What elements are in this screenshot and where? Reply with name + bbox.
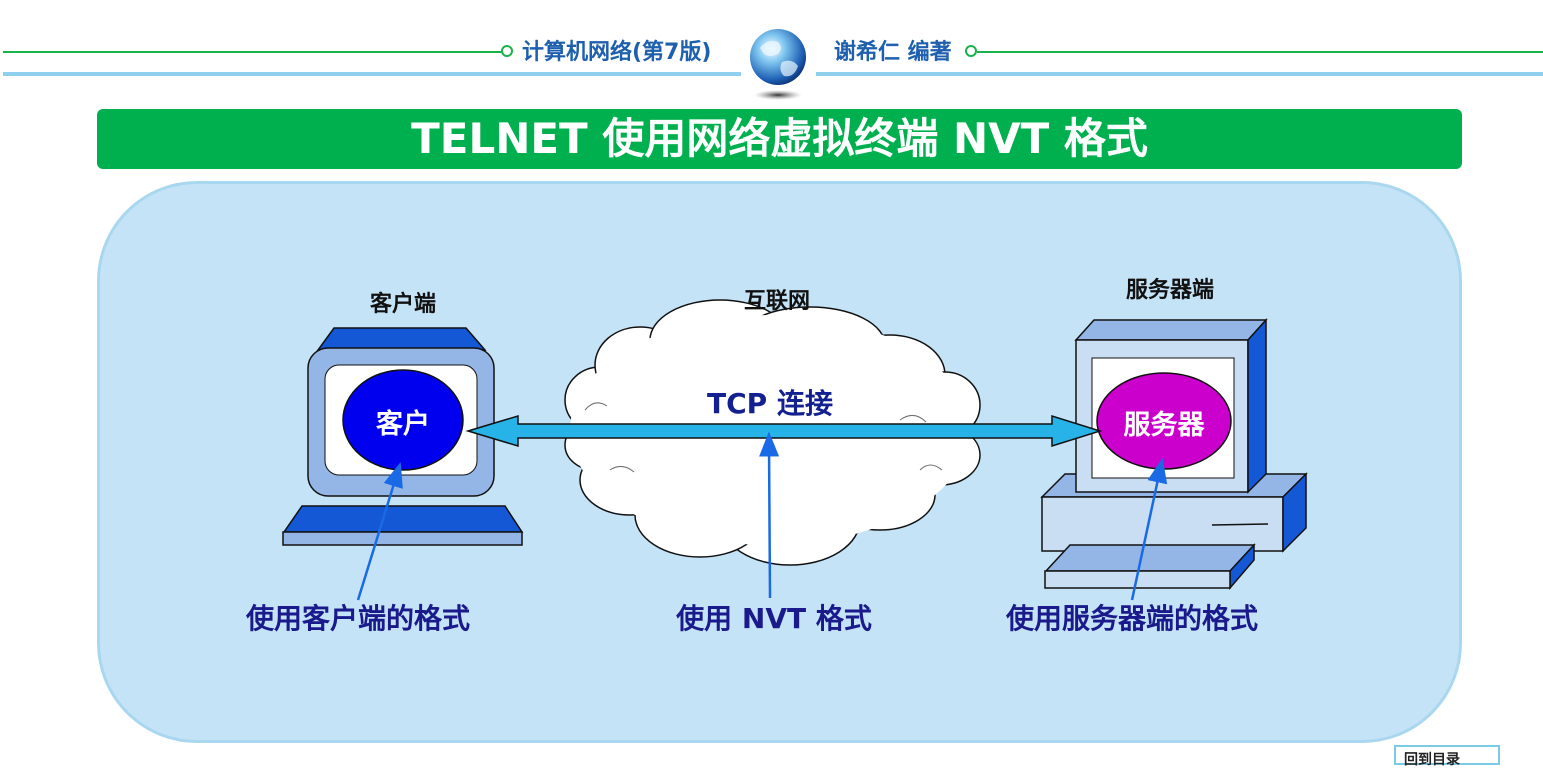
tcp-connection-arrow [465,414,1103,448]
client-node-label: 客户 [376,409,430,440]
server-format-label: 使用服务器端的格式 [1005,602,1258,635]
client-node [342,369,464,471]
header-bullet-right [965,45,977,57]
server-format-pointer [1130,457,1168,601]
header-rule-left [3,51,503,53]
server-node-label: 服务器 [1123,410,1205,441]
header-rule-right [977,51,1543,53]
nvt-format-pointer [759,431,780,599]
back-to-contents-button[interactable]: 回到目录 [1394,745,1500,768]
nvt-format-label: 使用 NVT 格式 [676,602,872,635]
client-format-label: 使用客户端的格式 [245,602,470,635]
slide-title-bar: TELNET 使用网络虚拟终端 NVT 格式 [97,109,1462,169]
server-label: 服务器端 [1125,278,1214,303]
slide-title: TELNET 使用网络虚拟终端 NVT 格式 [411,114,1148,163]
tcp-connection-label: TCP 连接 [707,387,833,420]
header-rule-blue-right [816,72,1543,76]
client-label: 客户端 [369,292,436,317]
header-rule-blue-left [3,72,741,76]
back-to-contents-label: 回到目录 [1404,752,1460,768]
header-bullet-left [501,45,513,57]
author-name: 谢希仁 编著 [834,40,952,65]
client-format-pointer [356,462,403,601]
book-title: 计算机网络(第7版) [522,40,712,65]
globe-icon [750,29,806,100]
internet-label: 互联网 [743,289,810,314]
